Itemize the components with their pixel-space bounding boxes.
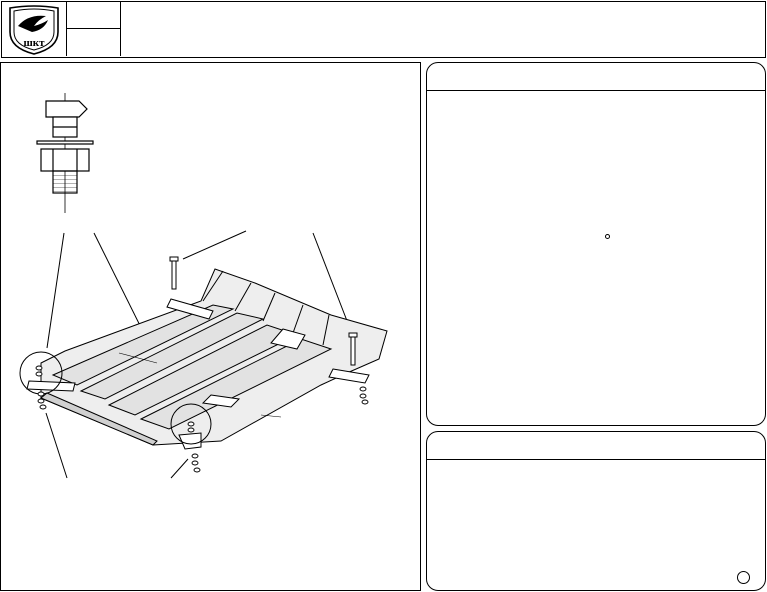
instructions-heading: [427, 63, 765, 91]
doc-code-bottom: [66, 29, 121, 56]
notes-heading: [427, 432, 765, 460]
mounting-bracket: [26, 298, 370, 450]
ukr-shield-logo: шкт: [9, 5, 59, 55]
title-block: шкт: [1, 1, 766, 58]
instructions-panel: [426, 62, 766, 426]
logo-cell: шкт: [2, 2, 67, 56]
doc-code-top: [66, 2, 121, 29]
svg-text:шкт: шкт: [23, 37, 45, 49]
dot-icon: [605, 234, 610, 239]
nut: [35, 365, 369, 473]
bolt-detail-icon: [36, 93, 94, 213]
installation-drawing: [0, 62, 421, 591]
circle-icon: [737, 571, 750, 584]
skid-plate-diagram: [19, 93, 388, 479]
skid-plate: [40, 268, 388, 446]
long-bolt: [169, 256, 358, 366]
doc-title: [122, 2, 765, 56]
notes-panel: [426, 431, 766, 591]
